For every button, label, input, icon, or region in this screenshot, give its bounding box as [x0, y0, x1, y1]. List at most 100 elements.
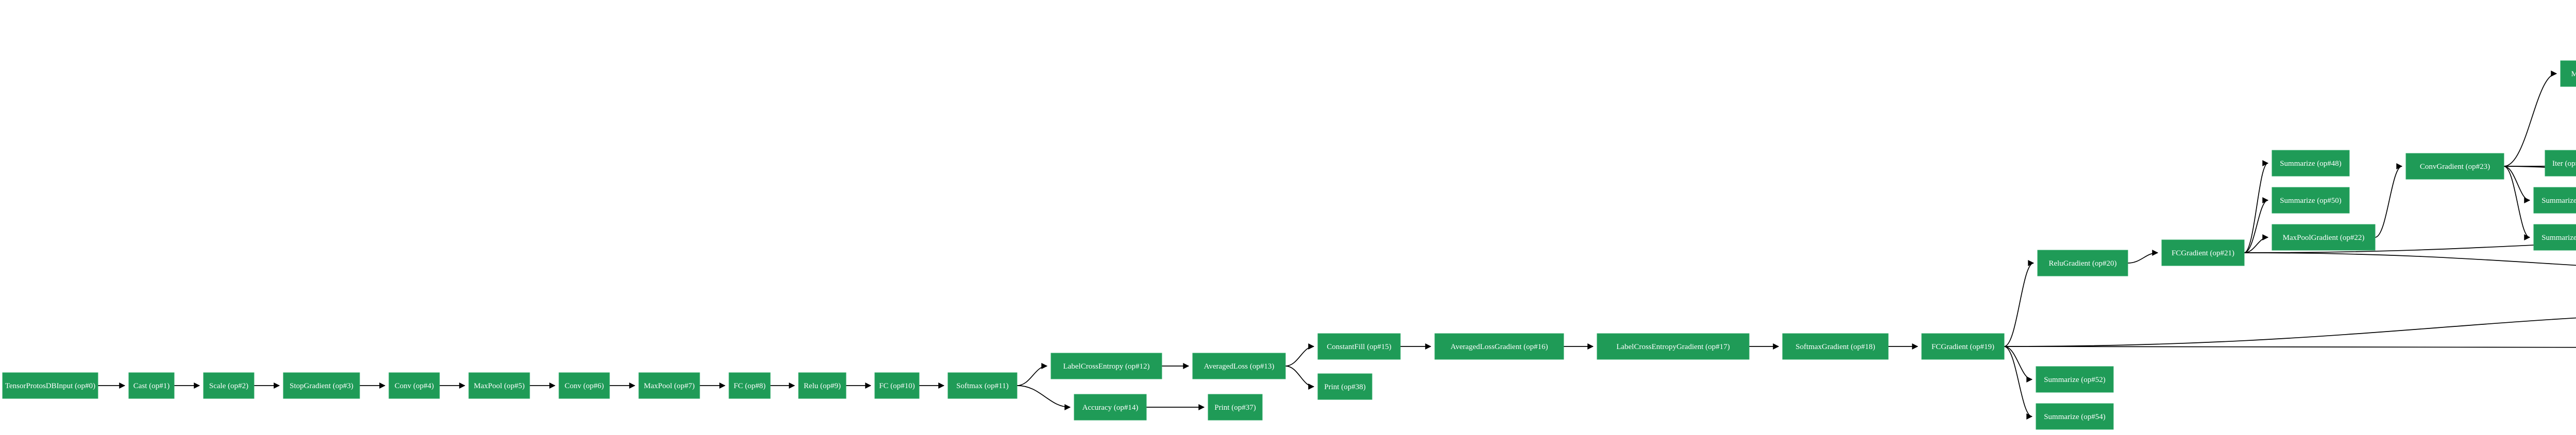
graph-node-label: Accuracy (op#14) [1082, 404, 1139, 412]
graph-edge-op23-op46 [2503, 166, 2531, 240]
graph-edge-op19-op54 [2004, 346, 2033, 420]
graph-node-label: Summarize (op#48) [2280, 160, 2342, 168]
graph-edge-op22-op23 [2375, 163, 2403, 238]
graph-node-op6: Conv (op#6) [558, 372, 610, 399]
graph-node-op11: Softmax (op#11) [947, 372, 1018, 399]
graph-node-label: Cast (op#1) [133, 382, 170, 390]
graph-node-op26: Iter (op#26) [2545, 150, 2576, 177]
graph-node-op19: FCGradient (op#19) [1921, 333, 2005, 360]
graph-edge-op19-op52 [2004, 346, 2033, 382]
graph-node-box [2533, 224, 2576, 251]
graph-node-box [2272, 224, 2376, 251]
graph-node-box [2272, 187, 2350, 214]
graph-node-label: Summarize (op#46) [2541, 234, 2576, 242]
graph-node-box [1782, 333, 1889, 360]
graph-node-label: Print (op#38) [1324, 383, 1365, 391]
graph-edge-op19-op20 [2004, 260, 2035, 347]
graph-node-box [1597, 333, 1750, 360]
graph-node-op14: Accuracy (op#14) [1074, 394, 1147, 421]
graph-node-box [283, 372, 360, 399]
graph-node-label: AveragedLossGradient (op#16) [1450, 343, 1548, 351]
graph-node-op15: ConstantFill (op#15) [1317, 333, 1401, 360]
graph-node-op46: Summarize (op#46) [2533, 224, 2576, 251]
graph-node-box [2405, 153, 2504, 180]
graph-node-box [1192, 353, 1286, 379]
edge-layer [97, 71, 2576, 420]
graph-node-box [874, 372, 920, 399]
graph-node-box [2036, 366, 2114, 393]
graph-node-box [1921, 333, 2005, 360]
graph-edge-op11-op14 [1016, 385, 1071, 410]
graph-node-op10: FC (op#10) [874, 372, 920, 399]
graph-node-label: ConstantFill (op#15) [1327, 343, 1391, 351]
graph-edge-op21-op48 [2244, 160, 2269, 253]
graph-node-op18: SoftmaxGradient (op#18) [1782, 333, 1889, 360]
graph-edge-op11-op12 [1016, 363, 1048, 386]
graph-node-box [1050, 353, 1162, 379]
graph-node-op8: FC (op#8) [728, 372, 771, 399]
graph-node-box [1317, 373, 1372, 400]
graph-node-op38: Print (op#38) [1317, 373, 1372, 400]
graph-edge-op20-op21 [2127, 250, 2159, 264]
graph-node-box [2036, 403, 2114, 430]
graph-edge-op21-op33 [2244, 252, 2576, 266]
graph-node-label: FC (op#8) [734, 382, 766, 390]
graph-node-op17: LabelCrossEntropyGradient (op#17) [1597, 333, 1750, 360]
graph-node-label: AveragedLoss (op#13) [1204, 362, 1275, 371]
graph-node-label: StopGradient (op#3) [290, 382, 353, 390]
graph-node-op16: AveragedLossGradient (op#16) [1434, 333, 1564, 360]
graph-node-label: Scale (op#2) [209, 382, 248, 390]
graph-node-label: FC (op#10) [879, 382, 915, 390]
graph-node-op52: Summarize (op#52) [2036, 366, 2114, 393]
graph-node-label: Summarize (op#44) [2541, 197, 2576, 205]
graph-node-op44: Summarize (op#44) [2533, 187, 2576, 214]
node-layer: TensorProtosDBInput (op#0) Cast (op#1) Sca… [2, 60, 2576, 430]
graph-node-label: Summarize (op#52) [2044, 376, 2106, 384]
graph-node-op22: MaxPoolGradient (op#22) [2272, 224, 2376, 251]
graph-node-op50: Summarize (op#50) [2272, 187, 2350, 214]
graph-node-op7: MaxPool (op#7) [638, 372, 700, 399]
graph-node-box [1074, 394, 1147, 421]
graph-node-label: Conv (op#4) [395, 382, 434, 390]
graph-node-box [947, 372, 1018, 399]
graph-node-label: Conv (op#6) [565, 382, 604, 390]
graph-node-box [2037, 250, 2128, 276]
graph-node-box [2560, 60, 2576, 87]
graph-edge-op13-op15 [1285, 343, 1315, 367]
graph-edge-op13-op38 [1285, 366, 1315, 390]
graph-node-op12: LabelCrossEntropy (op#12) [1050, 353, 1162, 379]
graph-edge-op23-op24 [2503, 71, 2557, 167]
graph-node-label: Relu (op#9) [804, 382, 841, 390]
graph-node-op23: ConvGradient (op#23) [2405, 153, 2504, 180]
graph-node-box [798, 372, 846, 399]
graph-edge-op21-op50 [2244, 197, 2269, 253]
graph-node-label: FCGradient (op#21) [2172, 249, 2234, 257]
graph-node-op5: MaxPool (op#5) [468, 372, 530, 399]
graph-edge-op19-op35 [2004, 346, 2576, 348]
graph-edge-op23-op44 [2503, 166, 2531, 203]
graph-node-op54: Summarize (op#54) [2036, 403, 2114, 430]
graph-node-op9: Relu (op#9) [798, 372, 846, 399]
graph-node-box [2161, 239, 2245, 266]
graph-node-box [468, 372, 530, 399]
graph-node-label: ConvGradient (op#23) [2420, 163, 2490, 171]
graph-node-box [2545, 150, 2576, 177]
graph-node-label: LabelCrossEntropy (op#12) [1063, 362, 1150, 371]
graph-edge-op19-op34 [2004, 317, 2576, 347]
graph-node-op1: Cast (op#1) [128, 372, 175, 399]
graph-node-box [203, 372, 255, 399]
graph-node-label: MaxPool (op#7) [644, 382, 695, 390]
graph-node-op0: TensorProtosDBInput (op#0) [2, 372, 98, 399]
graph-node-op2: Scale (op#2) [203, 372, 255, 399]
graph-node-box [2272, 150, 2350, 177]
graph-node-box [1434, 333, 1564, 360]
graph-node-box [128, 372, 175, 399]
graph-node-op4: Conv (op#4) [388, 372, 440, 399]
graph-node-label: Summarize (op#50) [2280, 197, 2342, 205]
graph-node-box [728, 372, 771, 399]
graph-node-label: TensorProtosDBInput (op#0) [5, 382, 95, 390]
graph-node-box [2533, 187, 2576, 214]
